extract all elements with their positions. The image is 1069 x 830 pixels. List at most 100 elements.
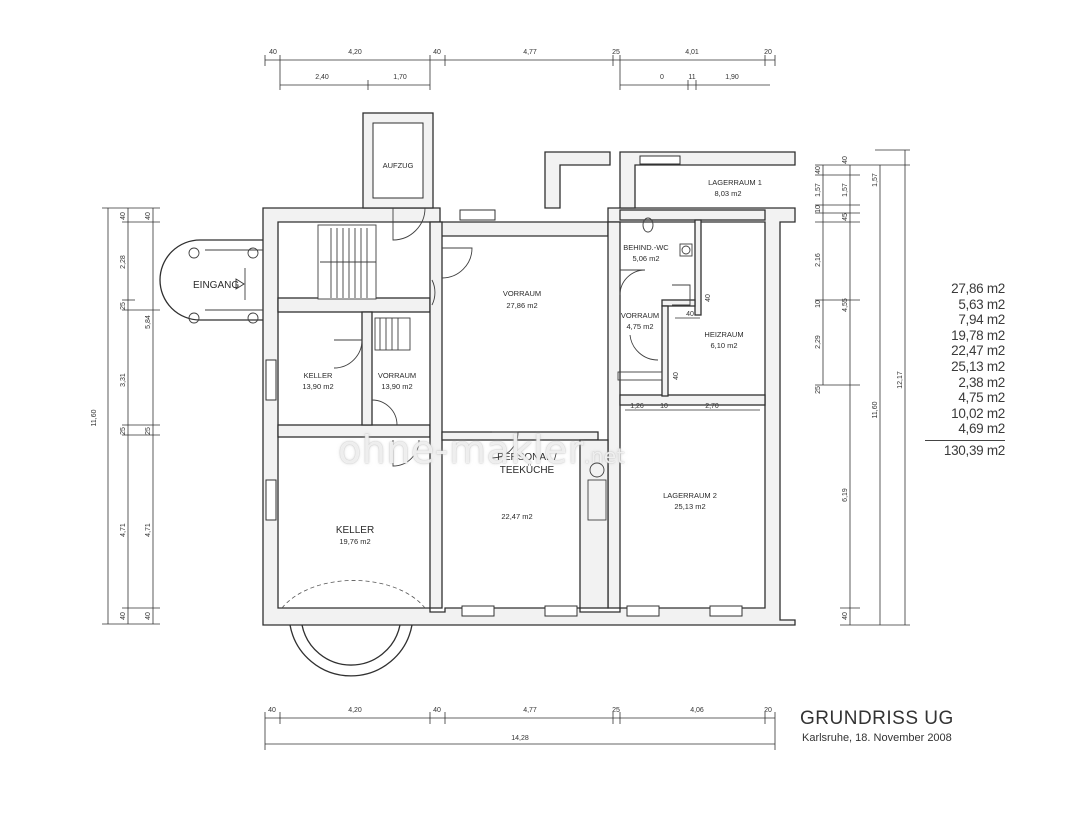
plan-title: GRUNDRISS UG [800, 708, 954, 729]
dim-top-2: 4,20 [348, 49, 362, 56]
room-behindwc-area: 5,06 m2 [632, 254, 659, 263]
room-lagerraum2-name: LAGERRAUM 2 [663, 491, 717, 500]
room-personal-area: 22,47 m2 [501, 512, 532, 521]
dim-inner-1: 1,26 [630, 403, 644, 410]
dim-right-4: 2,16 [815, 253, 822, 267]
dim-inner-2: 10 [660, 403, 668, 410]
entrance-arrow-icon [235, 278, 245, 290]
area-item: 4,69 m2 [958, 421, 1005, 437]
left-dimension-chain: 40 2,28 25 3,31 25 4,71 40 40 5,84 25 4,… [91, 207, 160, 625]
dim-top-7: 20 [764, 49, 772, 56]
area-list: 27,86 m2 5,63 m2 7,94 m2 19,78 m2 22,47 … [925, 281, 1005, 459]
dim-bottom-1: 40 [268, 707, 276, 714]
top-dimension-chain: 40 4,20 40 4,77 25 4,01 20 2,40 1,70 0 1… [264, 49, 776, 90]
watermark-tld: .net [583, 444, 626, 468]
dim-top-sub-3: 0 [660, 74, 664, 81]
title-block: GRUNDRISS UG Karlsruhe, 18. November 200… [800, 708, 954, 744]
dim-top-4: 4,77 [523, 49, 537, 56]
dim-mid-5: 40 [145, 612, 152, 620]
fixtures [587, 217, 693, 521]
dim-right2-3: 45 [842, 213, 849, 221]
area-item: 5,63 m2 [958, 296, 1005, 312]
room-vorraum-main-area: 27,86 m2 [506, 301, 537, 310]
room-vorraum-small-name: VORRAUM [621, 311, 659, 320]
room-labels: AUFZUG LAGERRAUM 1 8,03 m2 BEHIND.-WC 5,… [302, 161, 762, 546]
dim-inner-6: 40 [673, 372, 680, 380]
room-keller-small-name: KELLER [304, 371, 333, 380]
dim-right2-5: 6,19 [842, 488, 849, 502]
room-heizraum-name: HEIZRAUM [704, 330, 743, 339]
dim-inner-5: 40 [705, 294, 712, 302]
dim-left-2: 2,28 [120, 255, 127, 269]
dim-right-1: 40 [815, 166, 822, 174]
dim-right-7: 25 [815, 386, 822, 394]
watermark: ohne-makler.net [338, 428, 625, 472]
room-keller-small-area: 13,90 m2 [302, 382, 333, 391]
staircase [317, 224, 411, 351]
room-personal-name-2: TEEKÜCHE [500, 464, 555, 476]
dim-top-6: 4,01 [685, 49, 699, 56]
dim-right-6: 2,29 [815, 335, 822, 349]
room-keller-big-name: KELLER [336, 525, 374, 536]
entrance: EINGANG [159, 239, 263, 324]
dim-right2-4: 4,55 [842, 298, 849, 312]
building-walls [262, 112, 796, 626]
area-total: 130,39 m2 [925, 439, 1005, 459]
room-aufzug: AUFZUG [383, 161, 414, 170]
area-item: 4,75 m2 [958, 390, 1005, 406]
room-behindwc-name: BEHIND.-WC [623, 243, 669, 252]
room-lagerraum1-area: 8,03 m2 [714, 189, 741, 198]
dim-bottom-6: 4,06 [690, 707, 704, 714]
light-well [281, 580, 426, 677]
area-item: 22,47 m2 [951, 343, 1005, 359]
area-item: 10,02 m2 [951, 405, 1005, 421]
area-item: 2,38 m2 [958, 374, 1005, 390]
room-keller-big-area: 19,76 m2 [339, 537, 370, 546]
area-item: 7,94 m2 [958, 312, 1005, 328]
dim-left-7: 40 [120, 612, 127, 620]
room-lagerraum1-name: LAGERRAUM 1 [708, 178, 762, 187]
dim-right-total: 12,17 [897, 371, 904, 389]
right-dimension-chain: 40 1,57 10 2,16 10 2,29 25 40 1,57 45 4,… [815, 149, 910, 626]
dim-bottom-total: 14,28 [511, 735, 529, 742]
dim-top-5: 25 [612, 49, 620, 56]
dim-bottom-3: 40 [433, 707, 441, 714]
dim-top-3: 40 [433, 49, 441, 56]
dim-right2-2: 1,57 [842, 183, 849, 197]
dim-top-sub-4: 11 [688, 74, 695, 81]
dim-left-4: 3,31 [120, 373, 127, 387]
dim-mid-3: 25 [145, 427, 152, 435]
watermark-text: ohne-makler [338, 428, 584, 472]
room-vorraum-mid-name: VORRAUM [378, 371, 416, 380]
dim-right-2: 1,57 [815, 183, 822, 197]
dim-bottom-5: 25 [612, 707, 620, 714]
dim-right3-2: 11,60 [872, 401, 879, 418]
dim-mid-2: 5,84 [145, 315, 152, 329]
dim-right-5: 10 [815, 300, 822, 308]
area-item: 27,86 m2 [951, 281, 1005, 296]
dim-left-6: 4,71 [120, 523, 127, 537]
dim-right3-1: 1,57 [872, 173, 879, 187]
dim-left-3: 25 [120, 302, 127, 310]
dim-top-1: 40 [269, 49, 277, 56]
south-windows [461, 605, 743, 617]
dim-top-sub-1: 2,40 [315, 74, 329, 81]
area-item: 19,78 m2 [951, 327, 1005, 343]
room-vorraum-mid-area: 13,90 m2 [381, 382, 412, 391]
inner-dimensions: 1,26 10 2,70 40 40 40 [625, 294, 760, 411]
bottom-dimension-chain: 40 4,20 40 4,77 25 4,06 20 14,28 [264, 707, 776, 750]
dim-bottom-4: 4,77 [523, 707, 537, 714]
dim-bottom-2: 4,20 [348, 707, 362, 714]
dim-right2-6: 40 [842, 612, 849, 620]
dim-bottom-7: 20 [764, 707, 772, 714]
dim-top-sub-5: 1,90 [725, 74, 739, 81]
room-lagerraum2-area: 25,13 m2 [674, 502, 705, 511]
room-vorraum-main-name: VORRAUM [503, 289, 541, 298]
dim-top-sub-2: 1,70 [393, 74, 407, 81]
dim-inner-3: 2,70 [705, 403, 719, 410]
room-heizraum-area: 6,10 m2 [710, 341, 737, 350]
dim-left-1: 40 [120, 212, 127, 220]
room-personal-name-1: PERSONAL / [497, 452, 557, 463]
door-swings [244, 207, 659, 467]
